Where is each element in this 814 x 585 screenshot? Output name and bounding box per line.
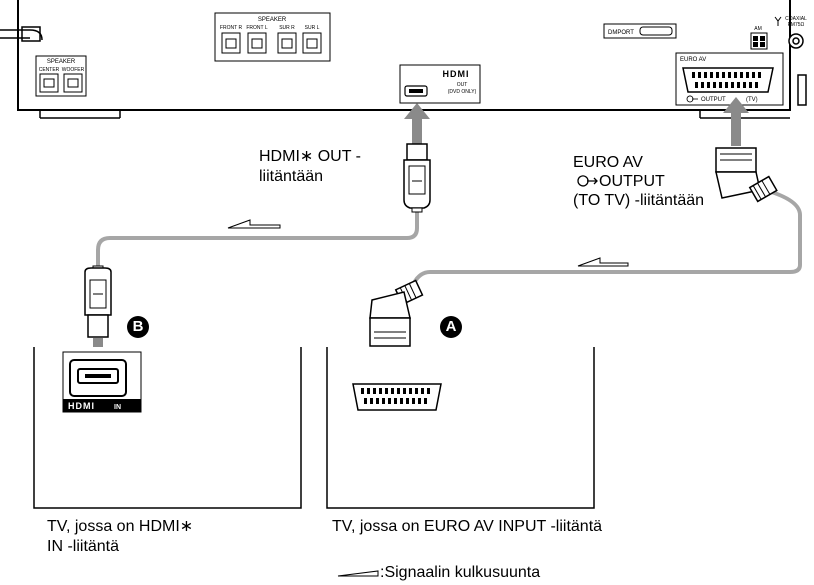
receiver-hdmi-out-port: HDMI OUT (DVD ONLY) [399,64,481,104]
tv-hdmi-in-text: IN [114,404,121,411]
euro-plug-receiver [715,147,778,203]
tv-hdmi-logo: HDMI [68,401,95,411]
legend-text: :Signaalin kulkusuunta [380,564,541,581]
speaker-port-sur-r: SUR R [277,25,297,54]
hdmi-logo: HDMI [443,69,470,79]
receiver-euro-av-port: EURO AV OUTPUT (TV) [675,52,784,106]
svg-text:FRONT L: FRONT L [246,25,268,31]
tv-hdmi-caption-line1: TV, jossa on HDMI∗ [47,518,194,535]
output-symbol-icon [577,175,598,187]
antenna-terminals: AM COAXIAL FM75Ω [750,16,807,50]
speaker-terminal-group-front: SPEAKER FRONT R FRONT L SUR R SUR L [214,12,331,62]
euro-label-line2: OUTPUT [599,173,665,190]
am-label: AM [754,26,762,32]
svg-text:SUR R: SUR R [279,25,295,31]
signal-arrow-euro [577,257,629,267]
power-cord [0,26,43,42]
euro-av-title: EURO AV [680,57,706,63]
svg-text:(DVD ONLY): (DVD ONLY) [448,89,477,95]
speaker-port-center-label: CENTER [39,67,60,73]
speaker-left-title: SPEAKER [47,59,76,65]
dmport-label: DMPORT [608,30,634,36]
svg-text:SUR L: SUR L [305,25,320,31]
svg-text:OUT: OUT [457,82,468,88]
hdmi-plug-tv [84,265,112,338]
fm-label: FM75Ω [788,22,805,28]
hdmi-plug-receiver [403,143,431,213]
antenna-icon [774,16,782,26]
connect-arrow-euro-receiver [723,97,749,146]
svg-text:FRONT R: FRONT R [220,25,243,31]
hdmi-cable [96,210,419,268]
euro-av-output-text: OUTPUT [701,97,726,103]
speaker-terminal-group-center: SPEAKER CENTER WOOFER [35,55,87,97]
coaxial-label: COAXIAL [785,16,807,22]
tv-euro-caption: TV, jossa on EURO AV INPUT -liitäntä [332,518,603,535]
euro-label-line1: EURO AV [573,154,643,171]
tv-euro-av [326,347,595,509]
legend-signal-arrow [337,570,379,577]
euro-av-cable [412,188,802,285]
speaker-port-woofer-label: WOOFER [62,67,85,73]
signal-arrow-hdmi [227,219,281,229]
tv-hdmi-caption-line2: IN -liitäntä [47,538,120,555]
dmport: DMPORT [603,23,677,39]
tv-hdmi: HDMI IN [33,347,302,509]
speaker-group-title: SPEAKER [258,17,287,23]
speaker-port-sur-l: SUR L [302,25,322,54]
hdmi-out-label-line2: liitäntään [259,168,324,185]
badge-b: B [127,316,149,338]
badge-a: A [440,316,462,338]
connect-arrow-hdmi-receiver [404,103,430,144]
hdmi-out-label-line1: HDMI∗ OUT - [259,148,361,165]
euro-plug-tv [369,279,424,347]
receiver-back-panel [17,0,807,119]
euro-av-output-suffix: (TV) [746,97,758,103]
output-icon [686,95,698,103]
speaker-port-front-l: FRONT L [246,25,268,54]
euro-label-line3: (TO TV) -liitäntään [573,192,705,209]
speaker-port-front-r: FRONT R [220,25,243,54]
